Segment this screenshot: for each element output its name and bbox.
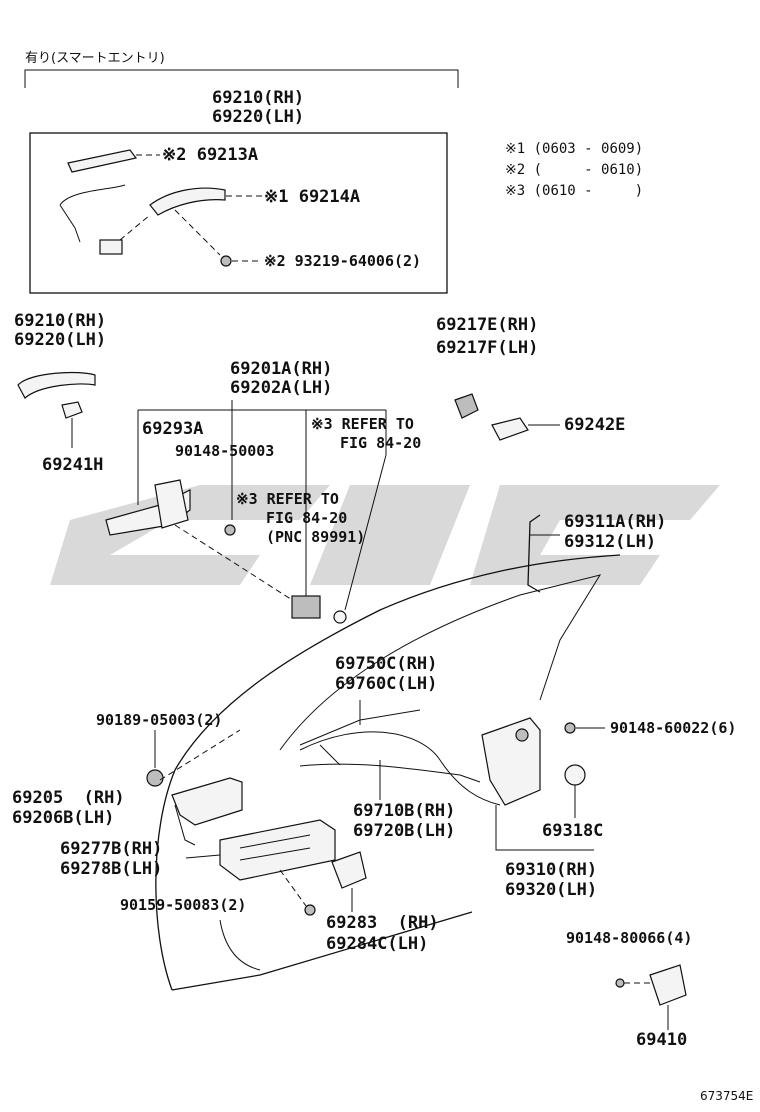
label-69241h: 69241H <box>42 455 104 475</box>
note-3: ※3 (0610 - ) <box>505 183 644 199</box>
label-top-handle-lh: 69220(LH) <box>212 107 305 127</box>
label-clip-05003: 90189-05003(2) <box>96 711 223 729</box>
label-cable2-rh: 69710B(RH) <box>353 801 456 821</box>
label-cover-rh: 69217E(RH) <box>436 315 539 335</box>
label-inner-lh: 69206B(LH) <box>12 808 115 828</box>
variant-label: 有り(スマートエントリ) <box>25 51 165 66</box>
smart-entry-box <box>29 132 448 294</box>
label-frame-rh: 69201A(RH) <box>230 359 333 379</box>
bolt-50003 <box>224 524 236 536</box>
inner-handle <box>171 777 243 826</box>
label-refer1-a: ※3 REFER TO <box>311 415 414 433</box>
label-inner-rh: 69205 (RH) <box>12 788 125 808</box>
label-69318c: 69318C <box>542 821 604 841</box>
handle-cover-part <box>67 149 138 173</box>
striker-69410 <box>649 964 687 1006</box>
grommet-69318c <box>564 764 586 786</box>
label-rod-lh: 69312(LH) <box>564 532 657 552</box>
label-cover-lh: 69217F(LH) <box>436 338 539 358</box>
label-frame-lh: 69202A(LH) <box>230 378 333 398</box>
gasket-69242e <box>491 417 529 441</box>
screw-60022 <box>564 722 576 734</box>
label-69213a: ※2 69213A <box>162 145 259 165</box>
label-69293a: 69293A <box>142 419 204 439</box>
label-refer2-a: ※3 REFER TO <box>236 490 339 508</box>
label-lock-lh: 69320(LH) <box>505 880 598 900</box>
outer-handle-part <box>149 187 226 216</box>
label-69242e: 69242E <box>564 415 626 435</box>
label-cable2-lh: 69720B(LH) <box>353 821 456 841</box>
pad-69241h <box>61 401 83 419</box>
door-handle-left <box>17 371 96 399</box>
label-handle-rh: 69210(RH) <box>14 311 107 331</box>
label-bezel-lh: 69278B(LH) <box>60 859 163 879</box>
screw-top <box>220 255 232 267</box>
label-cable-lh: 69760C(LH) <box>335 674 438 694</box>
handle-cable <box>59 184 126 243</box>
label-screw-80066: 90148-80066(4) <box>566 929 693 947</box>
label-rod-rh: 69311A(RH) <box>564 512 667 532</box>
frame-leaders <box>137 400 387 598</box>
label-refer1-b: FIG 84-20 <box>340 434 422 452</box>
cable-69750c <box>299 731 501 806</box>
variant-bracket <box>24 69 459 88</box>
label-refer2-c: (PNC 89991) <box>266 528 366 546</box>
cover-69217e <box>454 393 479 419</box>
label-cap-rh: 69283 (RH) <box>326 913 439 933</box>
label-bezel-rh: 69277B(RH) <box>60 839 163 859</box>
label-cap-lh: 69284C(LH) <box>326 934 429 954</box>
note-1: ※1 (0603 - 0609) <box>505 141 644 157</box>
note-2: ※2 ( - 0610) <box>505 162 644 178</box>
screw-50083 <box>304 904 316 916</box>
key-cylinder <box>291 595 321 619</box>
watermark-logo <box>50 485 720 585</box>
drawing-code: 673754E <box>700 1089 754 1103</box>
label-cable-rh: 69750C(RH) <box>335 654 438 674</box>
label-top-handle-rh: 69210(RH) <box>212 88 305 108</box>
clip-05003 <box>146 769 164 787</box>
connector-part <box>99 239 123 255</box>
screw-80066 <box>615 978 625 988</box>
label-handle-lh: 69220(LH) <box>14 330 107 350</box>
rod-69311a <box>527 514 541 593</box>
label-69214a: ※1 69214A <box>264 187 361 207</box>
label-screw-50083: 90159-50083(2) <box>120 896 247 914</box>
label-lock-rh: 69310(RH) <box>505 860 598 880</box>
cap-69283 <box>331 851 367 889</box>
door-lock <box>481 717 541 806</box>
label-screw-top: ※2 93219-64006(2) <box>264 252 422 270</box>
bezel-69277b <box>219 819 336 881</box>
label-striker: 69410 <box>636 1030 688 1050</box>
door-outline <box>155 554 621 991</box>
label-bolt-50003: 90148-50003 <box>175 442 275 460</box>
label-refer2-b: FIG 84-20 <box>266 509 348 527</box>
label-screw-60022: 90148-60022(6) <box>610 719 737 737</box>
